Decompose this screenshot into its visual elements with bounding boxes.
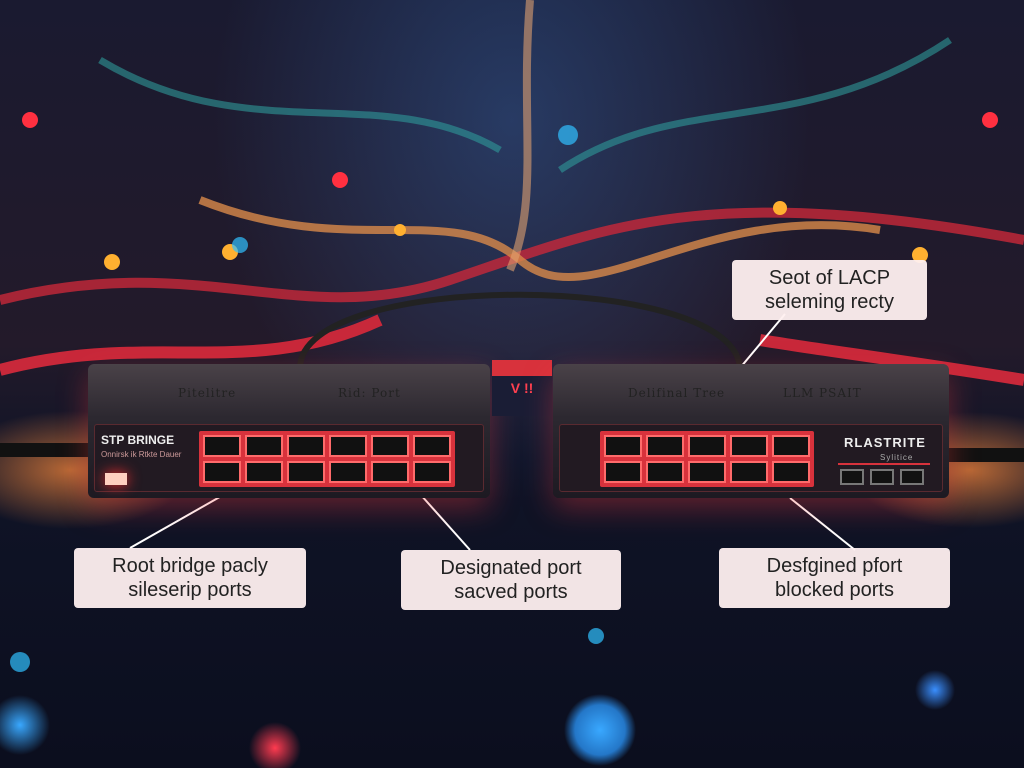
ethernet-port[interactable]	[646, 461, 684, 483]
ethernet-port[interactable]	[371, 435, 409, 457]
ethernet-port[interactable]	[413, 435, 451, 457]
switch-top-label: Rid: Port	[338, 386, 401, 400]
switch-front-panel: STP BRINGE Onnirsk ik Rtkte Dauer	[94, 424, 484, 492]
ethernet-port[interactable]	[646, 435, 684, 457]
ethernet-port-grid	[199, 431, 455, 487]
sfp-port[interactable]	[900, 469, 924, 485]
sfp-port[interactable]	[840, 469, 864, 485]
stp-root-switch: Pitelitre Rid: Port STP BRINGE Onnirsk i…	[88, 364, 490, 498]
callout-line: Designated port	[440, 557, 582, 579]
ethernet-port[interactable]	[329, 461, 367, 483]
sfp-port[interactable]	[870, 469, 894, 485]
ethernet-port[interactable]	[604, 435, 642, 457]
ethernet-port[interactable]	[604, 461, 642, 483]
sfp-ports	[840, 469, 924, 485]
ethernet-port[interactable]	[287, 461, 325, 483]
switch-brand: RLASTRITE	[844, 435, 926, 450]
ethernet-port[interactable]	[245, 435, 283, 457]
ethernet-port[interactable]	[203, 461, 241, 483]
ethernet-port[interactable]	[371, 461, 409, 483]
ethernet-port[interactable]	[245, 461, 283, 483]
switch-brand: STP BRINGE	[101, 433, 175, 447]
center-badge: V !!	[492, 360, 552, 416]
callout-line: Seot of LACP	[768, 267, 891, 289]
ethernet-port[interactable]	[772, 435, 810, 457]
ethernet-port[interactable]	[329, 435, 367, 457]
callout-line: Desfgined pfort	[766, 555, 903, 577]
switch-top-label: Pitelitre	[178, 386, 237, 400]
callout-root-bridge: Root bridge pacly sileserip ports	[74, 548, 306, 608]
callout-line: blocked ports	[775, 579, 894, 601]
ethernet-port[interactable]	[287, 435, 325, 457]
callout-line: sileserip ports	[128, 579, 252, 601]
switch-top-label: LLM PSAIT	[783, 386, 862, 400]
switch-subtitle: Sylitice	[880, 453, 914, 462]
callout-line: sacved ports	[454, 581, 568, 603]
ethernet-port[interactable]	[772, 461, 810, 483]
ethernet-port[interactable]	[730, 461, 768, 483]
switch-top-label: Delifinal Tree	[628, 386, 726, 400]
ethernet-port[interactable]	[413, 461, 451, 483]
callout-designated-port: Designated port sacved ports	[401, 550, 621, 610]
ethernet-port-grid	[600, 431, 814, 487]
callout-line: Root bridge pacly	[112, 555, 268, 577]
ethernet-port[interactable]	[203, 435, 241, 457]
callout-lacp: Seot of LACP seleming recty	[732, 260, 927, 320]
blocked-port-switch: Delifinal Tree LLM PSAIT RLASTRITE Sylit…	[553, 364, 949, 498]
ethernet-port[interactable]	[688, 435, 726, 457]
callout-line: seleming recty	[765, 291, 894, 313]
callout-blocked-ports: Desfgined pfort blocked ports	[719, 548, 950, 608]
ethernet-port[interactable]	[688, 461, 726, 483]
switch-subtitle: Onnirsk ik Rtkte Dauer	[101, 450, 182, 459]
ethernet-port[interactable]	[730, 435, 768, 457]
status-led-icon	[105, 473, 127, 485]
switch-front-panel: RLASTRITE Sylitice	[559, 424, 943, 492]
